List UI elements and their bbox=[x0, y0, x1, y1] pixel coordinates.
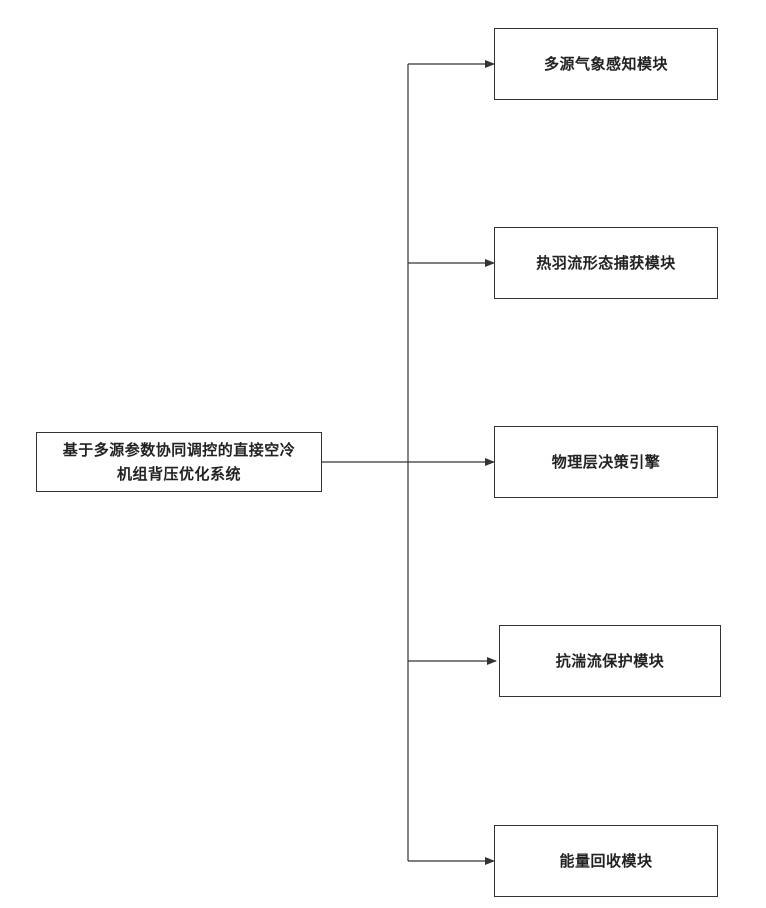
module-box-weather-sensing: 多源气象感知模块 bbox=[494, 28, 718, 100]
module-box-plume-capture: 热羽流形态捕获模块 bbox=[494, 227, 718, 299]
module-label: 物理层决策引擎 bbox=[552, 450, 661, 474]
module-label: 抗湍流保护模块 bbox=[556, 649, 665, 673]
root-system-label-line1: 基于多源参数协同调控的直接空冷 bbox=[63, 438, 296, 462]
module-label: 热羽流形态捕获模块 bbox=[536, 251, 676, 275]
module-box-anti-turbulence: 抗湍流保护模块 bbox=[499, 625, 721, 697]
root-system-label-line2: 机组背压优化系统 bbox=[117, 462, 241, 486]
module-label: 多源气象感知模块 bbox=[544, 52, 668, 76]
module-label: 能量回收模块 bbox=[559, 849, 652, 873]
root-system-box: 基于多源参数协同调控的直接空冷 机组背压优化系统 bbox=[36, 432, 322, 492]
module-box-decision-engine: 物理层决策引擎 bbox=[494, 426, 718, 498]
module-box-energy-recovery: 能量回收模块 bbox=[494, 825, 718, 897]
